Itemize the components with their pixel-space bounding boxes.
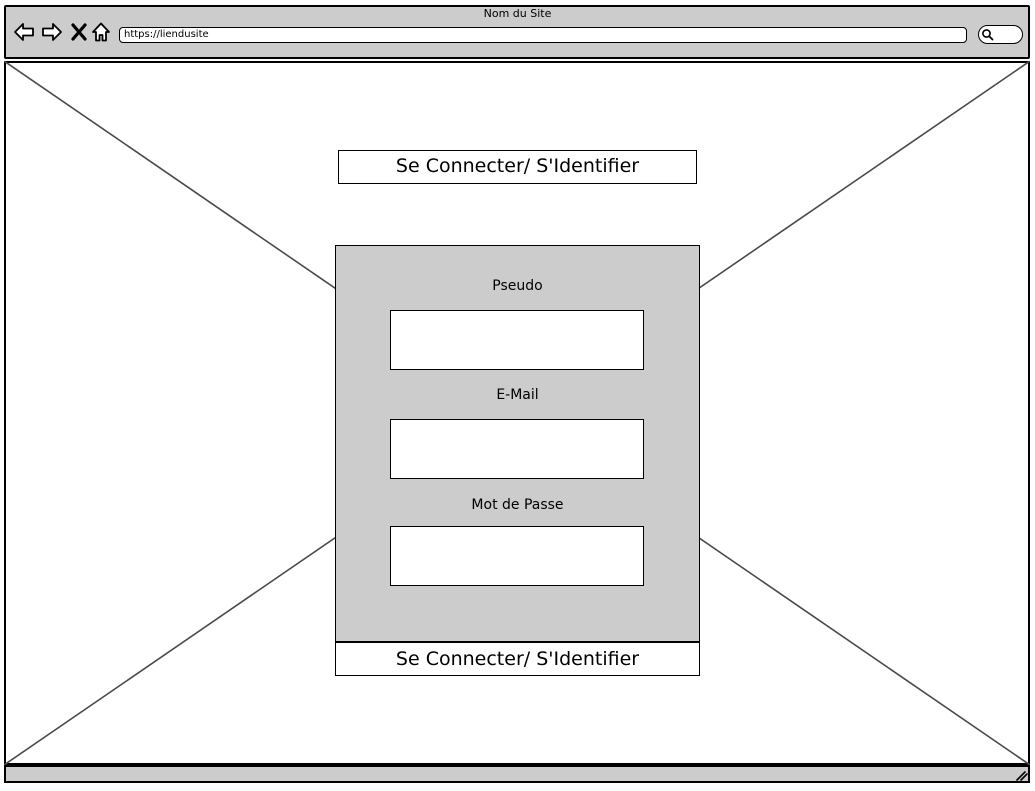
page-title: Se Connecter/ S'Identifier xyxy=(338,150,697,184)
forward-arrow-icon[interactable] xyxy=(41,21,63,43)
search-icon xyxy=(982,29,994,41)
close-icon[interactable] xyxy=(68,21,90,43)
email-input[interactable] xyxy=(390,419,644,479)
login-submit-button[interactable]: Se Connecter/ S'Identifier xyxy=(335,642,700,676)
home-icon[interactable] xyxy=(90,21,112,43)
status-bar xyxy=(4,765,1030,783)
password-label: Mot de Passe xyxy=(471,497,564,513)
search-box[interactable] xyxy=(978,25,1023,44)
password-input[interactable] xyxy=(390,526,644,586)
pseudo-label: Pseudo xyxy=(492,278,543,294)
pseudo-input[interactable] xyxy=(390,310,644,370)
browser-window-title: Nom du Site xyxy=(483,7,552,20)
email-label: E-Mail xyxy=(496,387,539,403)
resize-grip-icon[interactable] xyxy=(1014,768,1028,781)
url-text: https://liendusite xyxy=(124,29,209,40)
back-arrow-icon[interactable] xyxy=(13,21,35,43)
address-bar[interactable] xyxy=(119,27,967,43)
